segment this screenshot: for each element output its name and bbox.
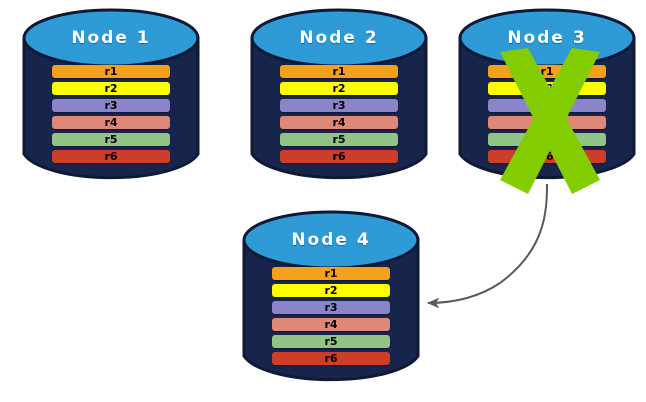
row-bar-r6[interactable]: r6 [488, 150, 606, 163]
row-bar-r3[interactable]: r3 [272, 301, 390, 314]
row-bar-r5[interactable]: r5 [272, 335, 390, 348]
row-bar-r3[interactable]: r3 [488, 99, 606, 112]
row-bar-r6[interactable]: r6 [272, 352, 390, 365]
row-bar-r4[interactable]: r4 [488, 116, 606, 129]
row-bar-r2[interactable]: r2 [488, 82, 606, 95]
row-bar-r4[interactable]: r4 [272, 318, 390, 331]
row-bar-r3[interactable]: r3 [280, 99, 398, 112]
row-bar-r1[interactable]: r1 [52, 65, 170, 78]
row-bar-r2[interactable]: r2 [280, 82, 398, 95]
row-bar-r1[interactable]: r1 [272, 267, 390, 280]
row-bar-r6[interactable]: r6 [52, 150, 170, 163]
row-bar-r4[interactable]: r4 [280, 116, 398, 129]
row-bar-r5[interactable]: r5 [488, 133, 606, 146]
row-bar-r3[interactable]: r3 [52, 99, 170, 112]
row-bar-r1[interactable]: r1 [280, 65, 398, 78]
row-bar-r2[interactable]: r2 [272, 284, 390, 297]
row-bar-r5[interactable]: r5 [280, 133, 398, 146]
row-bar-r2[interactable]: r2 [52, 82, 170, 95]
row-bar-r4[interactable]: r4 [52, 116, 170, 129]
row-bar-r5[interactable]: r5 [52, 133, 170, 146]
row-bar-r1[interactable]: r1 [488, 65, 606, 78]
arrow-path [427, 183, 548, 309]
row-bar-r6[interactable]: r6 [280, 150, 398, 163]
